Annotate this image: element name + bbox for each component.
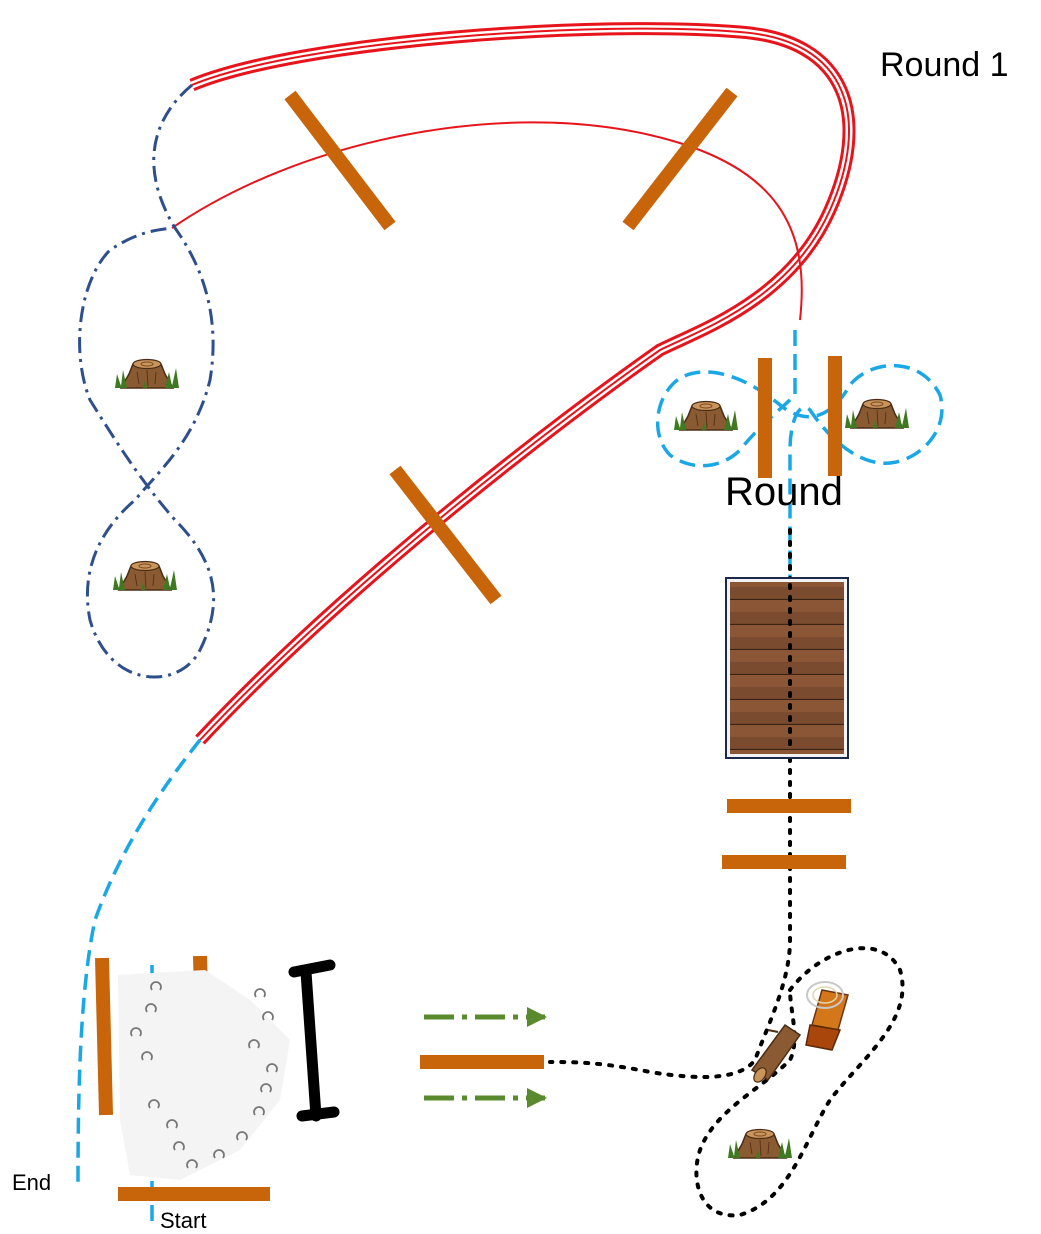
tree-stump-icon bbox=[727, 1128, 793, 1159]
ground-pole bbox=[95, 957, 113, 1116]
tree-stump-icon bbox=[673, 400, 739, 431]
tree-stump-icon bbox=[114, 358, 180, 389]
log-icon bbox=[750, 1023, 802, 1083]
direction-arrow-icon bbox=[424, 1007, 547, 1108]
red-double-path bbox=[189, 22, 856, 745]
round-label: Round bbox=[725, 470, 843, 514]
red-thin-path bbox=[171, 121, 803, 321]
end-label: End bbox=[12, 1170, 51, 1195]
round-1-label: Round 1 bbox=[880, 46, 1009, 84]
horseshoe-area bbox=[118, 970, 290, 1180]
light-blue-figure-eight bbox=[655, 330, 944, 580]
start-label: Start bbox=[160, 1208, 206, 1233]
black-dotted-loop bbox=[694, 946, 905, 1218]
black-dotted-path bbox=[548, 528, 792, 1079]
wooden-bridge-icon bbox=[725, 577, 849, 759]
mounting-block-icon bbox=[288, 959, 340, 1122]
light-blue-end-path bbox=[76, 738, 202, 1186]
horseshoe-icon bbox=[130, 981, 278, 1169]
dark-blue-dashdot-path bbox=[78, 83, 216, 679]
tree-stump-icon bbox=[112, 560, 178, 591]
ground-pole bbox=[622, 87, 738, 231]
ground-pole bbox=[389, 465, 502, 605]
bucket-icon bbox=[805, 981, 849, 1051]
tree-stump-icon bbox=[844, 398, 910, 429]
ground-pole bbox=[284, 90, 396, 231]
